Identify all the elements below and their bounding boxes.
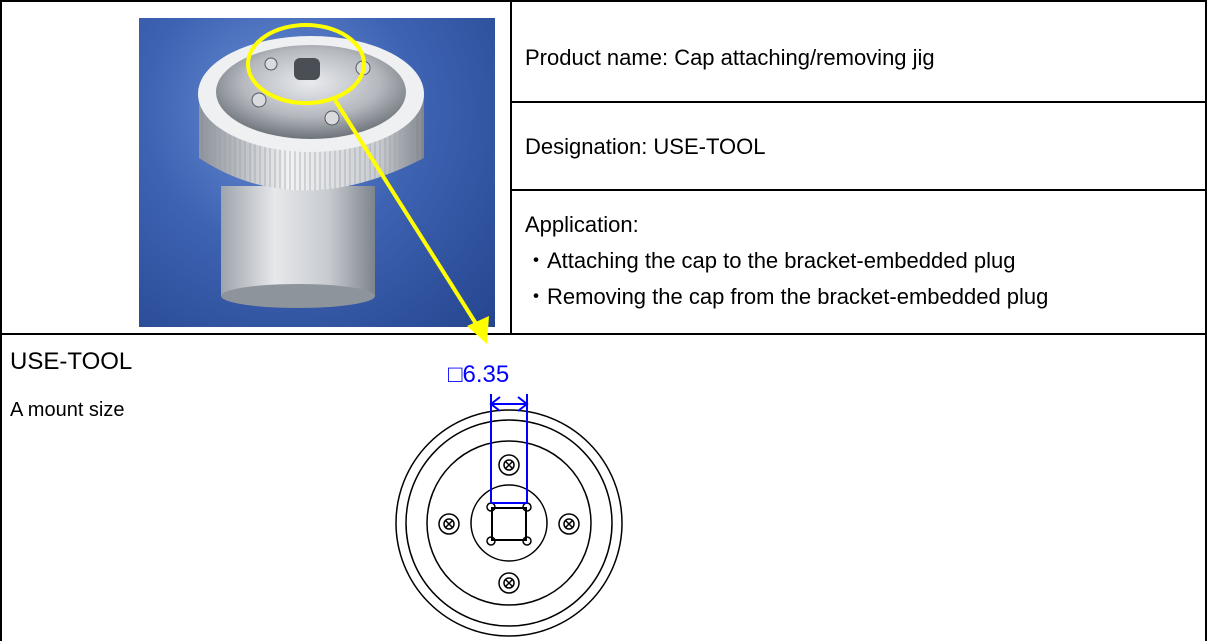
application-item-attach: ・Attaching the cap to the bracket-embedd… [525, 248, 1016, 273]
screw-icon [558, 513, 580, 535]
dimension-lines [489, 394, 529, 504]
application-label: Application: [525, 212, 639, 237]
mount-drawing [395, 409, 623, 637]
highlight-arrowhead [467, 316, 489, 344]
highlight-arrow-line [333, 98, 482, 332]
row-divider-3 [0, 333, 1207, 335]
application-block: Application: ・Attaching the cap to the b… [525, 212, 1048, 310]
product-photo [139, 18, 495, 327]
highlight-ellipse [246, 23, 366, 105]
screw-icon [438, 513, 460, 535]
screw-icon [498, 454, 520, 476]
application-item-remove: ・Removing the cap from the bracket-embed… [525, 284, 1049, 309]
designation: Designation: USE-TOOL [525, 134, 766, 159]
drawing-caption: A mount size [10, 399, 125, 421]
row-divider-1 [510, 101, 1207, 103]
jig-illustration [198, 36, 424, 308]
column-divider [510, 0, 512, 335]
screw-icon [498, 572, 520, 594]
product-name: Product name: Cap attaching/removing jig [525, 45, 935, 70]
drawing-model: USE-TOOL [10, 348, 133, 375]
row-divider-2 [510, 189, 1207, 191]
dimension-label: □6.35 [448, 361, 510, 388]
